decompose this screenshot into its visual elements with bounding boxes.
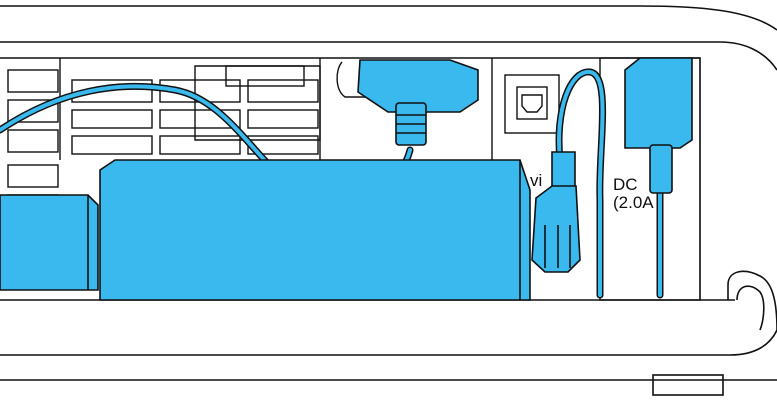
vent-slot	[8, 70, 58, 92]
usb-b-port-inner	[522, 95, 542, 112]
port-recess	[195, 66, 320, 140]
hdmi-port	[226, 66, 304, 86]
vent-slot	[160, 136, 240, 154]
highlighted-parts	[0, 58, 692, 300]
vent-slot	[8, 130, 58, 152]
port-label-partial: vi	[530, 171, 542, 190]
dc-adapter-neck	[650, 145, 672, 193]
projector-base-edge	[0, 330, 777, 355]
streaming-media-player	[100, 160, 530, 300]
projector-foot	[653, 375, 723, 395]
projector-side-slot	[737, 286, 764, 330]
usb-connector-plug	[552, 152, 575, 190]
projector-side-bump	[728, 271, 777, 330]
projector-top-edge	[0, 6, 777, 30]
vent-slot	[248, 110, 318, 128]
dc-label: DC	[613, 175, 638, 194]
vent-slot	[72, 110, 152, 128]
dc-rating-label: (2.0A	[613, 193, 654, 212]
left-adapter-block	[0, 195, 98, 290]
vent-slot	[72, 136, 152, 154]
dc-power-adapter	[625, 58, 692, 148]
vent-slot	[8, 165, 58, 187]
vent-slot	[248, 80, 318, 102]
usb-connector-body	[532, 186, 580, 272]
usb-b-port-housing	[505, 75, 559, 133]
